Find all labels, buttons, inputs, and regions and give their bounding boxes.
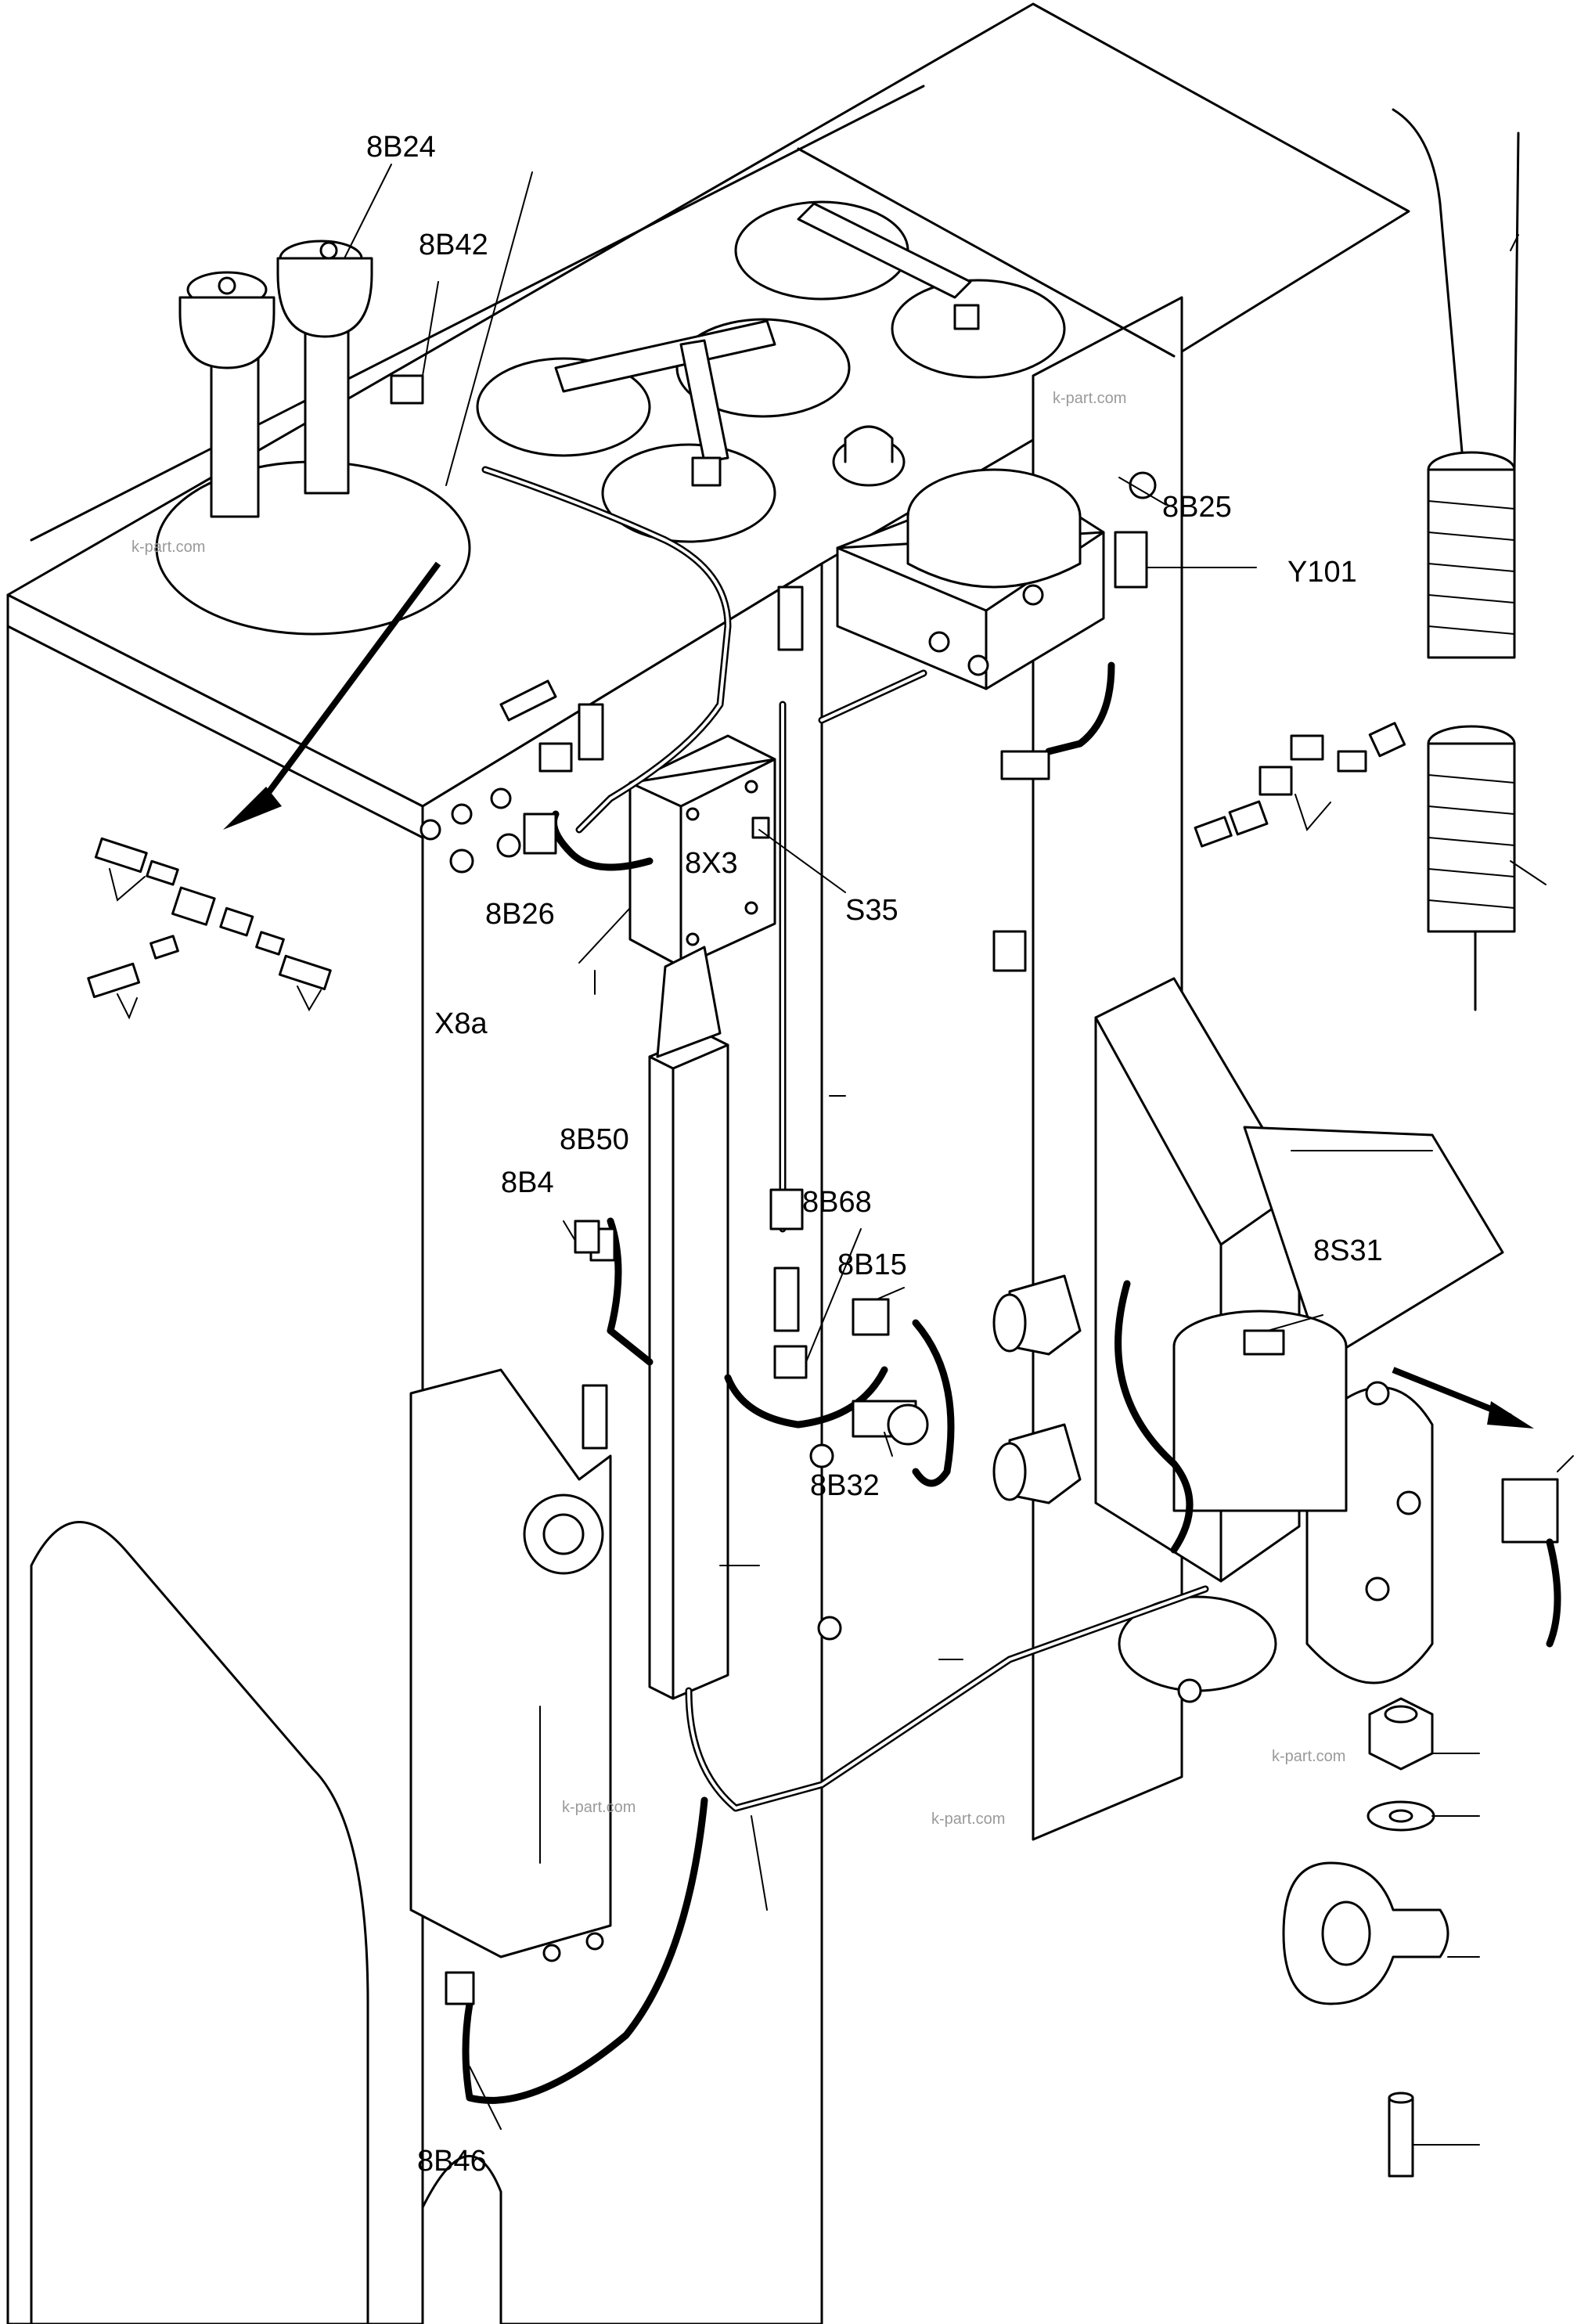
top-valve-covers xyxy=(476,200,1066,543)
exploded-fittings-right xyxy=(1194,722,1406,848)
label-8b46: 8B46 xyxy=(417,2145,487,2178)
junction-box-8x3 xyxy=(628,734,776,968)
watermark: k-part.com xyxy=(1053,390,1126,407)
label-x8a: X8a xyxy=(434,1007,488,1040)
label-s35: S35 xyxy=(845,894,898,927)
label-8b26: 8B26 xyxy=(485,898,555,931)
sensors xyxy=(390,374,1561,2005)
label-8b32: 8B32 xyxy=(810,1469,880,1502)
watermarks: k-part.com k-part.com k-part.com k-part.… xyxy=(131,390,1345,1828)
left-top-plate xyxy=(155,240,471,636)
watermark: k-part.com xyxy=(1272,1748,1345,1765)
pillar-flanges xyxy=(992,1274,1082,1504)
left-side-mount xyxy=(409,1368,612,1962)
label-8b24: 8B24 xyxy=(366,131,436,164)
callout-labels: 8B24 8B42 8B25 Y101 8X3 S35 8B26 X8a 8B5… xyxy=(366,131,1383,2178)
label-8b4: 8B4 xyxy=(501,1166,554,1199)
corrugated-conduit xyxy=(1392,108,1520,1011)
exploded-fittings-left xyxy=(87,837,332,1020)
leader-lines xyxy=(344,164,1574,2146)
harness-duct xyxy=(648,946,729,1700)
label-8s31: 8S31 xyxy=(1313,1234,1383,1267)
label-8b15: 8B15 xyxy=(837,1248,907,1281)
watermark: k-part.com xyxy=(931,1811,1005,1828)
pointer-arrows xyxy=(223,561,1534,1429)
label-8b42: 8B42 xyxy=(419,229,488,261)
label-y101: Y101 xyxy=(1287,556,1357,589)
label-8b50: 8B50 xyxy=(560,1123,629,1156)
clamp-hardware xyxy=(1282,1697,1449,2178)
panel-brackets xyxy=(420,586,842,1641)
label-8b25: 8B25 xyxy=(1162,491,1232,524)
left-leg-arch xyxy=(30,1520,369,2324)
watermark: k-part.com xyxy=(131,539,205,556)
label-8x3: 8X3 xyxy=(685,847,738,880)
watermark: k-part.com xyxy=(562,1799,636,1816)
label-8b68: 8B68 xyxy=(802,1186,872,1219)
valve-block-y101 xyxy=(836,468,1157,690)
